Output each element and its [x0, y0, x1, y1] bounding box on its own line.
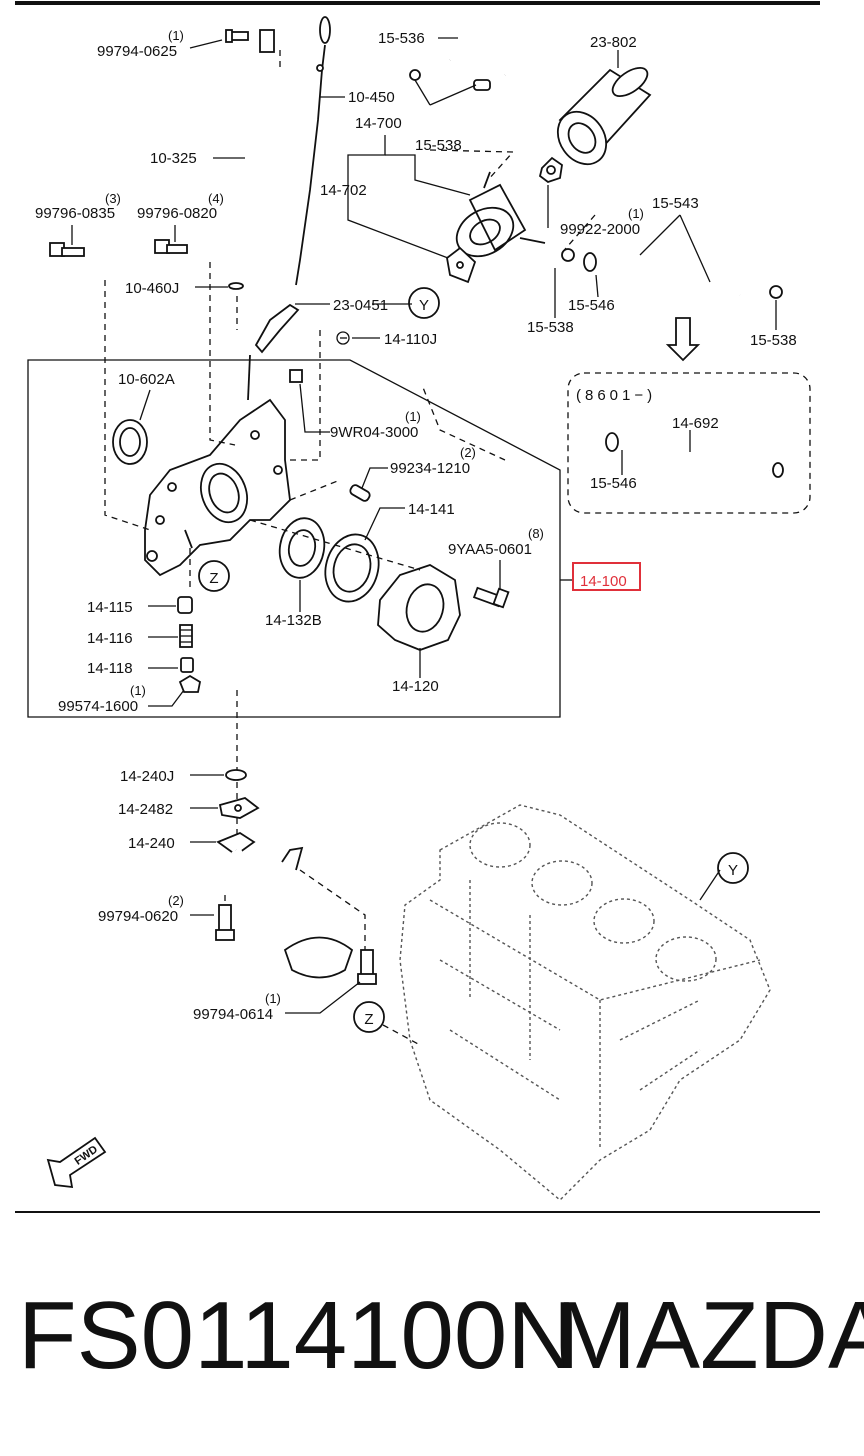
label-14-240: 14-240 [128, 835, 175, 852]
strainer-o-ring-14-240j [225, 769, 247, 781]
label-14-700: 14-700 [355, 115, 402, 132]
part-labels: (1) 99794-0625 10-325 (3) 99796-0835 (4)… [35, 28, 797, 1023]
label-99922-2000: 99922-2000 [560, 221, 640, 238]
hose-clamp-top [409, 69, 491, 91]
pin-99234-1210 [349, 484, 371, 502]
qty-99794-0625: (1) [168, 28, 184, 43]
label-14-240j: 14-240J [120, 768, 174, 785]
qty-99794-0614: (1) [265, 991, 281, 1006]
inner-rotor-14-141 [324, 533, 380, 603]
label-14-120: 14-120 [392, 678, 439, 695]
highlight-box [572, 562, 641, 591]
qty-99796-0835: (3) [105, 191, 121, 206]
dipstick [295, 16, 331, 286]
footer-part-number: FS0114100N [18, 1282, 577, 1389]
pump-cover-14-120 [377, 564, 461, 651]
label-99234-1210: 99234-1210 [390, 460, 470, 477]
oil-pump-assembly-box [27, 359, 561, 718]
qty-99574-1600: (1) [130, 683, 146, 698]
ref-circle-z-pump: Z [198, 560, 230, 592]
dipstick-o-ring [228, 282, 244, 290]
hose-14-692 [605, 432, 784, 478]
ref-circle-y-top: Y [408, 287, 440, 319]
screw-9yaa5-0601 [472, 586, 510, 609]
label-14-2482: 14-2482 [118, 801, 173, 818]
ref-circle-y-engine: Y [717, 852, 749, 884]
stud-bolt-99796-0820 [154, 239, 188, 254]
oil-pump-body [144, 398, 291, 577]
bolt-99794-0625 [225, 29, 249, 43]
label-23-802: 23-802 [590, 34, 637, 51]
oil-filter [556, 67, 652, 166]
qty-9wr04-3000: (1) [405, 409, 421, 424]
assembly-dashed-lines [104, 50, 596, 1046]
label-15-538-right: 15-538 [750, 332, 797, 349]
label-14-110j: 14-110J [384, 331, 437, 348]
bolt-99794-0620 [215, 904, 235, 941]
label-10-460j: 10-460J [125, 280, 179, 297]
inset-box [567, 372, 811, 514]
label-14-141: 14-141 [408, 501, 455, 518]
strainer-gasket-14-2482 [218, 797, 260, 819]
label-15-538-top: 15-538 [415, 137, 462, 154]
nut-99922-2000 [538, 156, 563, 184]
qty-99794-0620: (2) [168, 893, 184, 908]
label-14-132b: 14-132B [265, 612, 322, 629]
qty-9yaa5-0601: (8) [528, 526, 544, 541]
label-15-543: 15-543 [652, 195, 699, 212]
ref-z-engine-label: Z [364, 1011, 373, 1028]
label-99794-0614: 99794-0614 [193, 1006, 273, 1023]
leader-lines [71, 37, 777, 1014]
label-inset-serial: (8601−) [576, 387, 656, 404]
label-99796-0835: 99796-0835 [35, 205, 115, 222]
label-9yaa5-0601: 9YAA5-0601 [448, 541, 532, 558]
label-14-116: 14-116 [87, 630, 133, 647]
label-23-0451: 23-0451 [333, 297, 388, 314]
engine-block [399, 804, 771, 1201]
label-10-450: 10-450 [348, 89, 395, 106]
oil-cooler [455, 171, 546, 258]
outer-rotor-14-132b [278, 517, 326, 579]
hose-15-543 [583, 252, 741, 303]
label-15-538-left: 15-538 [527, 319, 574, 336]
fwd-arrow-icon: FWD [46, 1136, 107, 1189]
label-10-602a: 10-602A [118, 371, 175, 388]
label-15-536: 15-536 [378, 30, 425, 47]
label-99794-0625: 99794-0625 [97, 43, 177, 60]
hose-15-536 [447, 33, 516, 77]
bolt-99794-0614 [357, 949, 377, 985]
ref-y-engine-label: Y [728, 862, 738, 879]
qty-99796-0820: (4) [208, 191, 224, 206]
label-14-118: 14-118 [87, 660, 133, 677]
see-below-arrow [665, 317, 701, 362]
label-14-702: 14-702 [320, 182, 367, 199]
dipstick-tube [234, 29, 275, 275]
qty-99922-2000: (1) [628, 206, 644, 221]
stud-bolt-99796-0835 [49, 242, 85, 257]
label-99796-0820: 99796-0820 [137, 205, 217, 222]
label-15-546: 15-546 [568, 297, 615, 314]
ref-circle-z-engine: Z [353, 1001, 385, 1033]
hose-clamps-right [561, 248, 783, 299]
label-14-692: 14-692 [672, 415, 719, 432]
cooler-gasket-14-702 [446, 246, 477, 284]
qty-99234-1210: (2) [460, 445, 476, 460]
oil-strainer-14-240 [216, 831, 354, 979]
label-14-100: 14-100 [580, 573, 627, 590]
plug-9wr04-3000 [289, 369, 303, 383]
label-15-546-inset: 15-546 [590, 475, 637, 492]
sensor-23-0451 [247, 303, 300, 401]
ref-z-label: Z [209, 570, 218, 587]
label-10-325: 10-325 [150, 150, 197, 167]
label-14-115: 14-115 [87, 599, 133, 616]
oil-seal-10-602a [112, 419, 148, 465]
footer-brand: MAZDA [556, 1282, 864, 1389]
relief-valve-parts [177, 596, 202, 693]
ref-y-label: Y [419, 297, 429, 314]
label-9wr04-3000: 9WR04-3000 [330, 424, 418, 441]
label-99794-0620: 99794-0620 [98, 908, 178, 925]
label-99574-1600: 99574-1600 [58, 698, 138, 715]
